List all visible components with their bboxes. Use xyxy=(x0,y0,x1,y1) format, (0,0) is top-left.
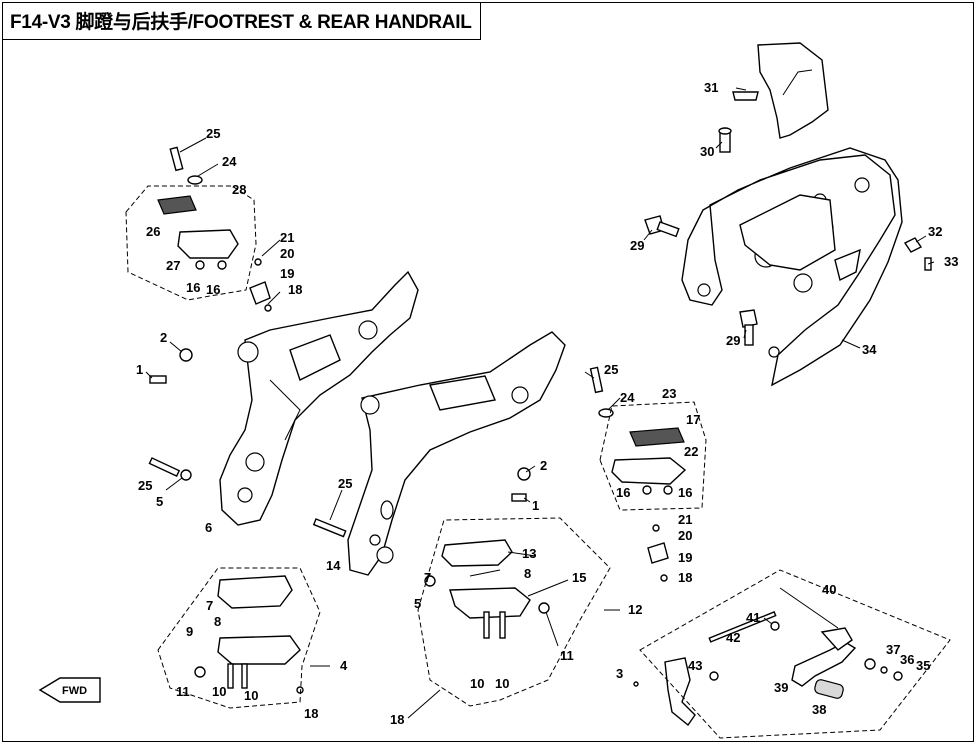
callout-labels: 31 30 29 32 33 29 34 25 24 28 26 21 20 2… xyxy=(136,80,958,727)
callout-10c: 10 xyxy=(212,684,226,699)
leader-lines xyxy=(145,87,935,719)
callout-33: 33 xyxy=(944,254,958,269)
callout-37: 37 xyxy=(886,642,900,657)
callout-8b: 8 xyxy=(214,614,221,629)
right-passenger-footpeg xyxy=(589,366,687,582)
callout-21: 21 xyxy=(280,230,294,245)
callout-20b: 20 xyxy=(678,528,692,543)
callout-10d: 10 xyxy=(244,688,258,703)
callout-6: 6 xyxy=(205,520,212,535)
gear-shift-lever-assembly xyxy=(633,611,903,727)
callout-22: 22 xyxy=(684,444,698,459)
callout-42: 42 xyxy=(726,630,740,645)
callout-30: 30 xyxy=(700,144,714,159)
callout-16b: 16 xyxy=(206,282,220,297)
callout-25b: 25 xyxy=(138,478,152,493)
callout-2b: 2 xyxy=(540,458,547,473)
diagram-title: F14-V3 脚蹬与后扶手/FOOTREST & REAR HANDRAIL xyxy=(2,2,481,40)
callout-27: 27 xyxy=(166,258,180,273)
callout-14: 14 xyxy=(326,558,341,573)
callout-28: 28 xyxy=(232,182,246,197)
callout-40: 40 xyxy=(822,582,836,597)
callout-7b: 7 xyxy=(206,598,213,613)
callout-23: 23 xyxy=(662,386,676,401)
callout-4: 4 xyxy=(340,658,348,673)
assembly-groups xyxy=(125,185,951,739)
callout-39: 39 xyxy=(774,680,788,695)
callout-3: 3 xyxy=(616,666,623,681)
callout-18d: 18 xyxy=(304,706,318,721)
callout-5b: 5 xyxy=(414,596,421,611)
callout-21b: 21 xyxy=(678,512,692,527)
rear-handrail-part xyxy=(681,147,903,387)
callout-32: 32 xyxy=(928,224,942,239)
right-bracket-hardware xyxy=(312,467,531,587)
callout-2: 2 xyxy=(160,330,167,345)
callout-10b: 10 xyxy=(495,676,509,691)
fwd-label: FWD xyxy=(62,685,87,697)
callout-17: 17 xyxy=(686,412,700,427)
callout-35: 35 xyxy=(916,658,930,673)
callout-38: 38 xyxy=(812,702,826,717)
callout-43: 43 xyxy=(688,658,702,673)
left-footrest-bracket xyxy=(219,270,419,526)
callout-13: 13 xyxy=(522,546,536,561)
seat-cowl-part xyxy=(732,42,829,139)
callout-9: 9 xyxy=(186,624,193,639)
callout-41: 41 xyxy=(746,610,760,625)
callout-24b: 24 xyxy=(620,390,635,405)
callout-16a: 16 xyxy=(186,280,200,295)
callout-8: 8 xyxy=(524,566,531,581)
callout-16c: 16 xyxy=(616,485,630,500)
callout-25: 25 xyxy=(206,126,220,141)
callout-10a: 10 xyxy=(470,676,484,691)
callout-19: 19 xyxy=(280,266,294,281)
callout-26: 26 xyxy=(146,224,160,239)
left-rider-footpeg xyxy=(194,575,304,694)
callout-5: 5 xyxy=(156,494,163,509)
callout-7: 7 xyxy=(424,570,431,585)
right-rider-footpeg xyxy=(441,539,550,639)
callout-31: 31 xyxy=(704,80,718,95)
callout-34: 34 xyxy=(862,342,877,357)
callout-18: 18 xyxy=(288,282,302,297)
callout-25c: 25 xyxy=(604,362,618,377)
callout-25d: 25 xyxy=(338,476,352,491)
callout-36: 36 xyxy=(900,652,914,667)
callout-11: 11 xyxy=(560,648,574,663)
callout-18b: 18 xyxy=(678,570,692,585)
callout-16d: 16 xyxy=(678,485,692,500)
callout-1b: 1 xyxy=(532,498,539,513)
left-bracket-hardware xyxy=(148,348,193,481)
left-passenger-footpeg xyxy=(157,146,272,312)
handrail-bolts xyxy=(644,127,932,346)
callout-12: 12 xyxy=(628,602,642,617)
callout-1: 1 xyxy=(136,362,143,377)
callout-29: 29 xyxy=(630,238,644,253)
callout-29b: 29 xyxy=(726,333,740,348)
callout-19b: 19 xyxy=(678,550,692,565)
callout-24: 24 xyxy=(222,154,237,169)
callout-20: 20 xyxy=(280,246,294,261)
right-footrest-bracket xyxy=(347,331,566,576)
callout-15: 15 xyxy=(572,570,586,585)
callout-11b: 11 xyxy=(176,684,190,699)
callout-18c: 18 xyxy=(390,712,404,727)
forward-direction-arrow: FWD xyxy=(38,677,101,703)
